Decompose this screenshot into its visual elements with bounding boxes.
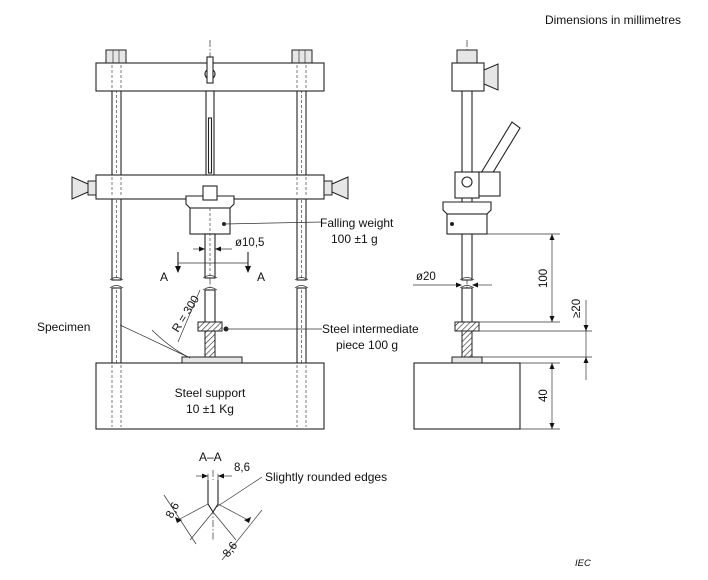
release-hook [204,56,216,195]
falling-weight [185,185,235,279]
right-wing-nut [323,176,349,200]
front-view: A A ø10,5 R = 300 Falling weight 100 ±1 … [37,40,419,430]
radius-arc [151,329,191,359]
steel-support-label-2: 10 ±1 Kg [186,402,234,416]
falling-weight-label: Falling weight [320,216,394,230]
rounded-edges-label: Slightly rounded edges [265,470,387,484]
units-note: Dimensions in millimetres [545,13,681,27]
steel-support-label-1: Steel support [175,386,246,400]
min-travel-value: ≥20 [571,299,583,318]
left-top-nut [105,49,127,64]
section-cut-markers [175,252,251,273]
side-view: ø20 100 ≥20 40 [413,40,592,430]
section-label-right: A [257,270,265,284]
section-side-right-value: 8,6 [221,540,240,560]
specimen [181,356,243,364]
side-top-block [451,62,485,92]
drop-height-value: 100 [538,269,550,288]
right-top-nut [291,49,313,64]
section-a-a: A–A 8,6 Slightly rounded edges 8,6 8,6 [163,450,387,561]
steel-intermediate-piece [197,321,229,360]
specimen-label: Specimen [37,320,90,334]
intermediate-piece-label-2: piece 100 g [336,338,398,352]
section-width-value: 8,6 [234,462,250,474]
radius-value: R = 300 [170,294,202,335]
support-height-value: 40 [538,389,550,402]
side-diameter-value: ø20 [416,271,436,283]
section-title: A–A [199,450,222,464]
intermediate-piece-label-1: Steel intermediate [322,322,419,336]
left-wing-nut [71,176,97,200]
side-falling-weight [442,201,492,235]
section-label-left: A [160,270,168,284]
steel-support [95,362,325,430]
rod-diameter-dimension [193,246,232,252]
iec-mark: IEC [575,558,591,569]
rod-diameter-value: ø10,5 [235,237,264,249]
section-side-left-value: 8,6 [164,501,182,521]
falling-weight-mass: 100 ±1 g [331,232,378,246]
side-top-wing-nut [483,63,499,91]
side-steel-support [413,362,521,430]
